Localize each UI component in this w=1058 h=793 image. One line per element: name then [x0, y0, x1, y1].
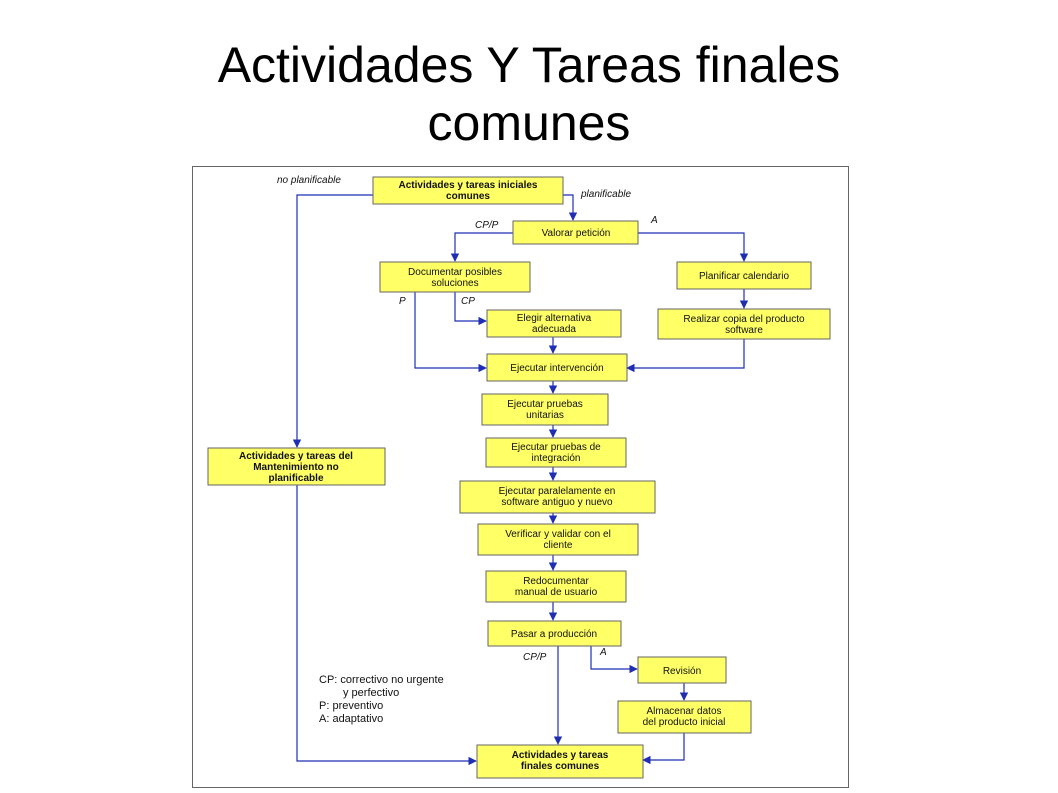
- node-documentar-soluciones: Documentar posibles soluciones: [379, 261, 531, 293]
- svg-text:comunes: comunes: [446, 191, 490, 202]
- slide-title: Actividades Y Tareas finales comunes: [0, 36, 1058, 152]
- edge-noplan-final: [296, 485, 477, 766]
- legend-cp-cont: y perfectivo: [343, 687, 399, 699]
- label-a-bottom: A: [599, 647, 607, 658]
- svg-text:Actividades y tareas iniciales: Actividades y tareas iniciales: [399, 180, 538, 191]
- node-actividades-iniciales: Actividades y tareas iniciales comunes: [372, 176, 564, 205]
- svg-text:integración: integración: [532, 453, 581, 464]
- edge-documentar-ejecutar: [414, 292, 487, 373]
- node-revision: Revisión: [637, 656, 727, 684]
- svg-text:planificable: planificable: [268, 473, 323, 484]
- node-pasar-produccion: Pasar a producción: [487, 620, 622, 647]
- label-cp-p-top: CP/P: [475, 220, 499, 231]
- svg-text:Almacenar datos: Almacenar datos: [646, 706, 721, 717]
- node-pruebas-integracion: Ejecutar pruebas de integración: [485, 437, 627, 468]
- legend-cp: CP: correctivo no urgente: [319, 674, 444, 686]
- node-ejecutar-paralelamente: Ejecutar paralelamente en software antig…: [459, 480, 656, 514]
- svg-text:software: software: [725, 325, 763, 336]
- edge-valorar-planificar: [638, 232, 749, 262]
- label-no-planificable: no planificable: [277, 175, 341, 186]
- edge-almacenar-final: [642, 733, 685, 765]
- svg-text:Ejecutar pruebas: Ejecutar pruebas: [507, 399, 583, 410]
- diagram-frame: no planificable planificable CP/P A P CP…: [192, 166, 849, 788]
- svg-text:Revisión: Revisión: [663, 666, 701, 677]
- svg-text:Actividades y tareas del: Actividades y tareas del: [239, 451, 353, 462]
- edge-valorar-documentar: [450, 232, 513, 262]
- edge-produccion-revision: [590, 646, 638, 674]
- svg-text:Valorar petición: Valorar petición: [542, 228, 611, 239]
- flowchart: no planificable planificable CP/P A P CP…: [207, 175, 831, 779]
- node-verificar-validar: Verificar y validar con el cliente: [477, 523, 639, 556]
- edge-copia-ejecutar: [626, 339, 745, 373]
- svg-text:Realizar copia del producto: Realizar copia del producto: [683, 314, 805, 325]
- svg-text:software antiguo y nuevo: software antiguo y nuevo: [501, 497, 613, 508]
- label-cp: CP: [461, 296, 475, 307]
- svg-text:unitarias: unitarias: [526, 410, 564, 421]
- svg-text:Ejecutar pruebas de: Ejecutar pruebas de: [511, 442, 601, 453]
- edge-inicio-noplan: [292, 194, 373, 448]
- node-planificar-calendario: Planificar calendario: [676, 261, 812, 290]
- label-p: P: [399, 296, 406, 307]
- svg-text:Documentar posibles: Documentar posibles: [408, 267, 502, 278]
- node-almacenar-datos: Almacenar datos del producto inicial: [617, 700, 752, 734]
- svg-text:soluciones: soluciones: [431, 278, 478, 289]
- svg-text:Actividades y tareas: Actividades y tareas: [512, 750, 609, 761]
- legend-p: P: preventivo: [319, 700, 383, 712]
- svg-text:Mantenimiento no: Mantenimiento no: [253, 462, 339, 473]
- node-ejecutar-intervencion: Ejecutar intervención: [486, 353, 628, 382]
- legend: CP: correctivo no urgente y perfectivo P…: [319, 674, 444, 725]
- node-actividades-finales: Actividades y tareas finales comunes: [476, 744, 644, 779]
- node-valorar-peticion: Valorar petición: [512, 220, 639, 245]
- svg-text:Ejecutar intervención: Ejecutar intervención: [510, 363, 603, 374]
- label-a-top: A: [650, 215, 658, 226]
- svg-text:cliente: cliente: [544, 540, 573, 551]
- title-line-1: Actividades Y Tareas finales: [217, 37, 841, 93]
- title-line-2: comunes: [427, 95, 631, 151]
- svg-text:Pasar a producción: Pasar a producción: [511, 629, 597, 640]
- edges: [292, 194, 749, 766]
- node-elegir-alternativa: Elegir alternativa adecuada: [486, 309, 622, 338]
- svg-text:Elegir alternativa: Elegir alternativa: [517, 313, 592, 324]
- edge-documentar-elegir: [454, 292, 487, 326]
- edge-labels: no planificable planificable CP/P A P CP…: [277, 175, 658, 663]
- svg-text:finales comunes: finales comunes: [521, 761, 600, 772]
- svg-text:adecuada: adecuada: [532, 324, 576, 335]
- label-planificable: planificable: [580, 189, 631, 200]
- node-mantenimiento-no-planificable: Actividades y tareas del Mantenimiento n…: [207, 447, 386, 486]
- legend-a: A: adaptativo: [319, 713, 383, 725]
- node-realizar-copia: Realizar copia del producto software: [657, 308, 831, 340]
- node-pruebas-unitarias: Ejecutar pruebas unitarias: [481, 393, 609, 426]
- svg-text:Verificar y validar con el: Verificar y validar con el: [505, 529, 611, 540]
- svg-text:Planificar calendario: Planificar calendario: [699, 271, 789, 282]
- svg-text:Ejecutar paralelamente en: Ejecutar paralelamente en: [499, 486, 616, 497]
- node-redocumentar-manual: Redocumentar manual de usuario: [485, 570, 627, 603]
- edge-inicio-valorar: [563, 194, 578, 221]
- svg-text:Redocumentar: Redocumentar: [523, 576, 589, 587]
- svg-text:del producto inicial: del producto inicial: [643, 717, 726, 728]
- svg-text:manual de usuario: manual de usuario: [515, 587, 598, 598]
- label-cp-p-bottom: CP/P: [523, 652, 547, 663]
